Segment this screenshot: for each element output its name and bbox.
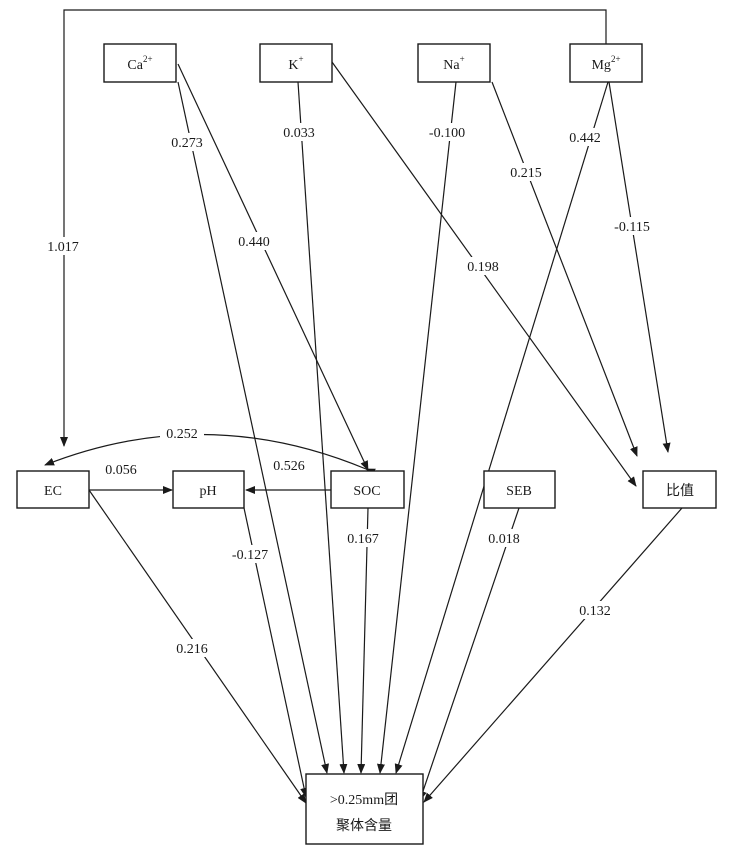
- node-na-label: Na: [443, 58, 460, 73]
- node-target: >0.25mm团 聚体含量: [305, 773, 424, 845]
- node-na: Na+: [417, 43, 491, 83]
- node-ec: EC: [16, 470, 90, 509]
- node-seb: SEB: [483, 470, 556, 509]
- label-na-target: -0.100: [429, 126, 465, 141]
- label-soc-ph: 0.526: [273, 459, 305, 474]
- node-target-line2: 聚体含量: [336, 818, 392, 834]
- label-mg-ratio: -0.115: [614, 220, 650, 235]
- node-ca: Ca2+: [103, 43, 177, 83]
- node-mg: Mg2+: [569, 43, 643, 83]
- edge-k-target: [297, 81, 348, 774]
- svg-text:Ca2+: Ca2+: [127, 54, 152, 73]
- node-k-sup: +: [299, 54, 304, 64]
- node-target-line1: >0.25mm团: [330, 793, 398, 808]
- node-soc: SOC: [330, 470, 405, 509]
- svg-text:K+: K+: [288, 54, 303, 73]
- node-soc-label: SOC: [353, 484, 380, 499]
- edge-ratio-target: [423, 507, 683, 803]
- label-ratio-target: 0.132: [579, 604, 611, 619]
- label-seb-target: 0.018: [488, 532, 520, 547]
- label-na-ratio: 0.215: [510, 166, 542, 181]
- label-ec-ph: 0.056: [105, 463, 137, 478]
- svg-text:Na+: Na+: [443, 54, 464, 73]
- edge-mg-ratio: [608, 81, 671, 453]
- node-ratio-label: 比值: [666, 483, 694, 499]
- svg-text:Mg2+: Mg2+: [591, 54, 620, 73]
- node-ratio: 比值: [642, 470, 717, 509]
- edge-ca-soc: [177, 63, 369, 471]
- edge-mg-target: [394, 81, 609, 774]
- edge-soc-target: [357, 507, 369, 774]
- node-ca-sup: 2+: [143, 54, 153, 64]
- label-mg-target: 0.442: [569, 131, 601, 146]
- edge-ec-soc: [44, 433, 376, 477]
- node-mg-sup: 2+: [611, 54, 621, 64]
- label-ec-soc: 0.252: [166, 427, 198, 442]
- node-ec-label: EC: [44, 484, 62, 499]
- label-ca-target: 0.273: [171, 136, 203, 151]
- node-k-label: K: [288, 58, 298, 73]
- edge-ca-target: [177, 81, 330, 774]
- label-ph-target: -0.127: [232, 548, 268, 563]
- node-ph: pH: [172, 470, 245, 509]
- edge-seb-target: [419, 507, 520, 801]
- label-k-ratio: 0.198: [467, 260, 499, 275]
- edge-mg-ec: [60, 9, 607, 447]
- nodes: Ca2+ K+ Na+ Mg2+ EC pH SOC SEB: [16, 43, 717, 845]
- node-ca-label: Ca: [127, 58, 143, 73]
- edge-na-ratio: [491, 81, 638, 457]
- label-ec-target: 0.216: [176, 642, 208, 657]
- label-mg-ec: 1.017: [47, 240, 79, 255]
- label-soc-target: 0.167: [347, 532, 379, 547]
- label-k-target: 0.033: [283, 126, 315, 141]
- node-mg-label: Mg: [591, 58, 610, 73]
- node-seb-label: SEB: [506, 484, 532, 499]
- node-na-sup: +: [460, 54, 465, 64]
- node-k: K+: [259, 43, 333, 83]
- edge-labels: 1.017 0.273 0.440 0.033 0.198 -0.100 0.2…: [41, 123, 659, 657]
- label-ca-soc: 0.440: [238, 235, 270, 250]
- edge-na-target: [377, 81, 457, 774]
- node-ph-label: pH: [199, 484, 216, 499]
